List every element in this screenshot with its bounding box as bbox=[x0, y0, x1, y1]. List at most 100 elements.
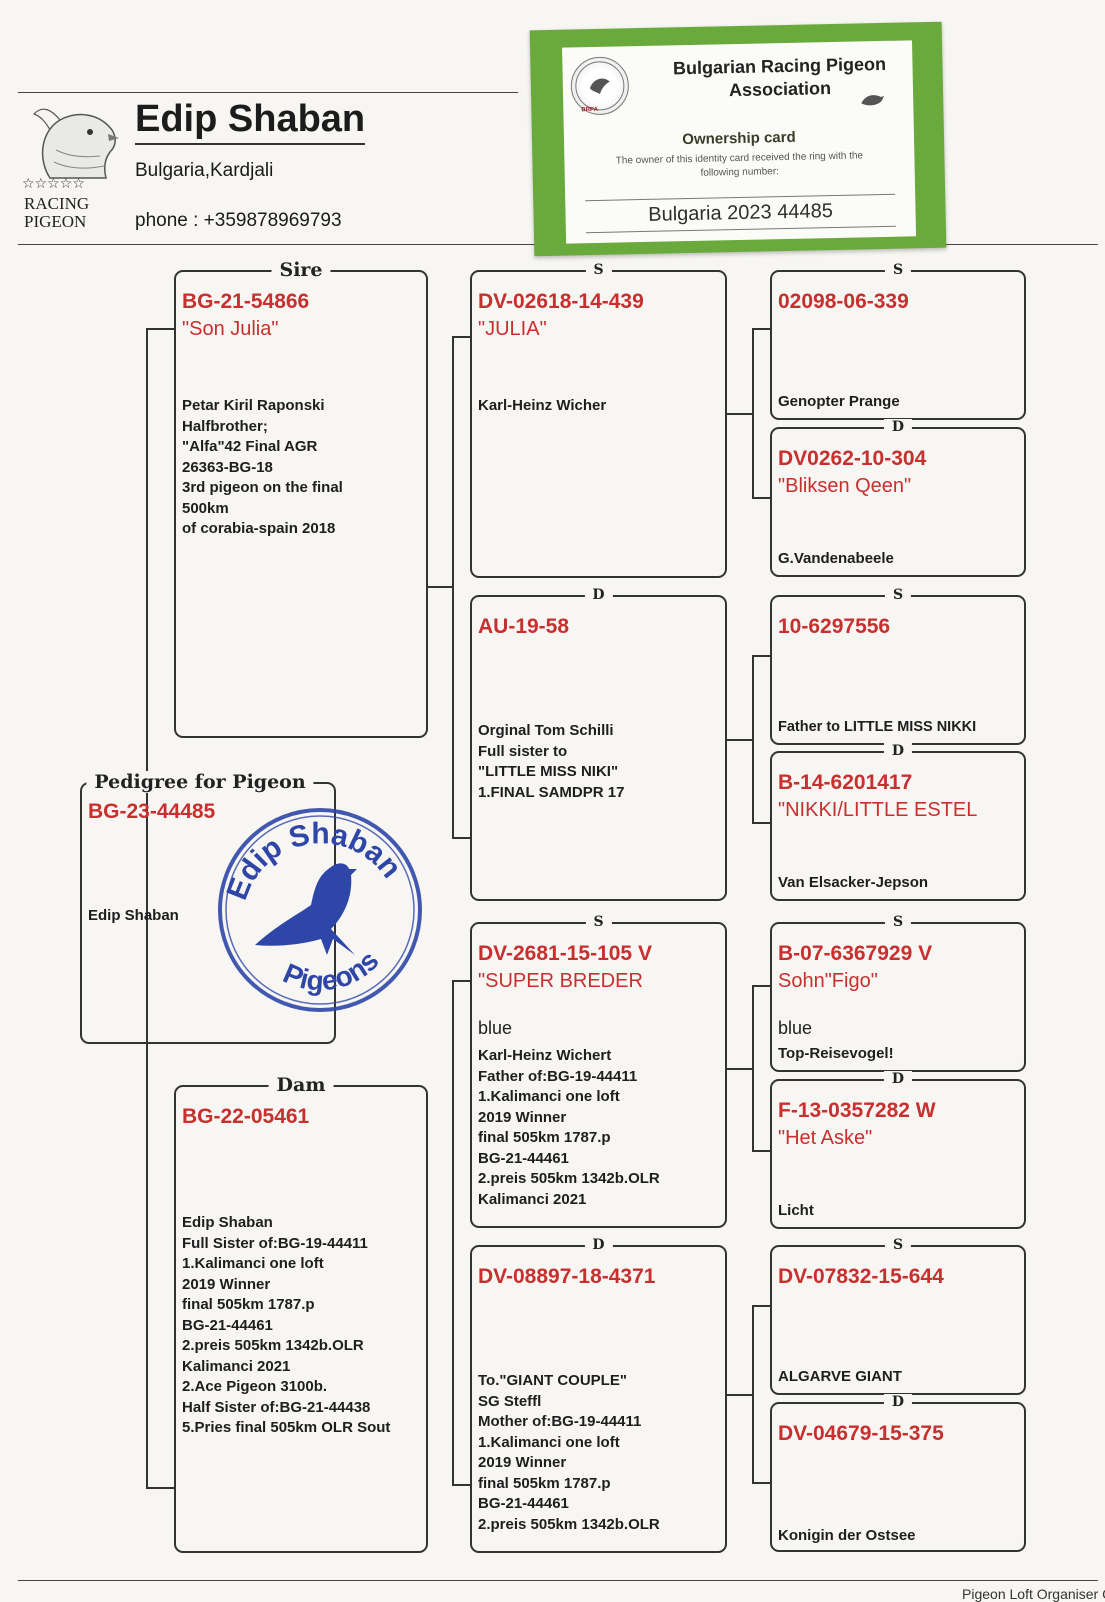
owner-location: Bulgaria,Kardjali bbox=[135, 160, 274, 181]
gen3-box-1: D DV0262-10-304 "Bliksen Qeen" G.Vandena… bbox=[770, 419, 1026, 577]
pigeon-icon bbox=[255, 863, 357, 955]
gen3-box-7: D DV-04679-15-375 Konigin der Ostsee bbox=[770, 1394, 1026, 1552]
gen3-name: "NIKKI/LITTLE ESTEL bbox=[778, 799, 978, 821]
gen2-name: "JULIA" bbox=[478, 318, 547, 340]
gen3-color: blue bbox=[778, 1018, 813, 1038]
footer-text: Pigeon Loft Organiser G bbox=[962, 1586, 1105, 1602]
gen2-box-0: S DV-02618-14-439 "JULIA" Karl-Heinz Wic… bbox=[470, 262, 727, 578]
gen3-box-4: S B-07-6367929 V Sohn"Figo" blue Top-Rei… bbox=[770, 914, 1026, 1072]
connector-g3-5 bbox=[752, 1150, 770, 1152]
gen2-notes: Karl-Heinz Wicher bbox=[478, 397, 607, 414]
gen3-label: S bbox=[884, 262, 912, 278]
gen3-box-2: S 10-6297556 Father to LITTLE MISS NIKKI bbox=[770, 587, 1026, 745]
gen3-label: D bbox=[883, 1071, 913, 1087]
gen2-name: "SUPER BREDER bbox=[478, 970, 643, 992]
sire-label: Sire bbox=[271, 259, 331, 281]
connector-g3-1 bbox=[752, 497, 770, 499]
connector-sire-parents bbox=[452, 336, 454, 838]
gen3-ring: 02098-06-339 bbox=[778, 290, 909, 313]
gen3-notes: Licht bbox=[778, 1202, 814, 1219]
connector-dam-parents bbox=[452, 980, 454, 1485]
gen2-notes: To."GIANT COUPLE" SG Steffl Mother of:BG… bbox=[478, 1372, 660, 1533]
gen3-box-6: S DV-07832-15-644 ALGARVE GIANT bbox=[770, 1237, 1026, 1395]
connector-g2-1-out bbox=[727, 739, 752, 741]
gen2-box-2: S DV-2681-15-105 V "SUPER BREDER blue Ka… bbox=[470, 914, 727, 1228]
gen2-label: S bbox=[585, 262, 612, 278]
gen2-box-1: D AU-19-58 Orginal Tom Schilli Full sist… bbox=[470, 587, 727, 901]
connector-g3-c bbox=[752, 985, 754, 1151]
connector-sire-out bbox=[428, 586, 452, 588]
connector-g3-d bbox=[752, 1305, 754, 1483]
connector-g3-2 bbox=[752, 655, 770, 657]
gen3-ring: F-13-0357282 W bbox=[778, 1099, 936, 1122]
pedigree-ring: BG-23-44485 bbox=[88, 800, 216, 823]
gen3-ring: B-07-6367929 V bbox=[778, 942, 933, 965]
gen3-label: S bbox=[884, 587, 912, 603]
connector-g2-3 bbox=[452, 1484, 470, 1486]
connector-g3-6 bbox=[752, 1305, 770, 1307]
svg-text:Pigeons: Pigeons bbox=[279, 945, 385, 997]
stamp-bottom-text: Pigeons bbox=[279, 945, 385, 997]
gen2-notes: Karl-Heinz Wichert Father of:BG-19-44411… bbox=[478, 1047, 660, 1208]
sire-ring: BG-21-54866 bbox=[182, 290, 310, 313]
gen2-color: blue bbox=[478, 1018, 513, 1038]
footer-rule bbox=[18, 1580, 1098, 1581]
gen2-ring: AU-19-58 bbox=[478, 615, 570, 638]
connector-g2-2-out bbox=[727, 1068, 752, 1070]
ownership-card: BRPA Bulgarian Racing Pigeon Association… bbox=[529, 21, 947, 257]
association-seal-icon bbox=[570, 56, 630, 116]
sire-notes: Petar Kiril Raponski Halfbrother; "Alfa"… bbox=[182, 397, 343, 537]
dam-label: Dam bbox=[268, 1074, 334, 1096]
gen3-box-3: D B-14-6201417 "NIKKI/LITTLE ESTEL Van E… bbox=[770, 743, 1026, 901]
owner-name: Edip Shaban bbox=[135, 98, 366, 145]
gen3-ring: B-14-6201417 bbox=[778, 771, 913, 794]
owner-phone: phone : +359878969793 bbox=[135, 210, 342, 231]
sire-box: Sire BG-21-54866 "Son Julia" Petar Kiril… bbox=[174, 259, 428, 738]
connector-g3-b bbox=[752, 655, 754, 823]
gen3-name: "Het Aske" bbox=[778, 1127, 873, 1149]
dam-ring: BG-22-05461 bbox=[182, 1105, 310, 1128]
dam-notes: Edip Shaban Full Sister of:BG-19-44411 1… bbox=[182, 1214, 391, 1436]
seal-text: BRPA bbox=[581, 106, 598, 114]
gen3-notes: Top-Reisevogel! bbox=[778, 1045, 894, 1062]
gen3-box-0: S 02098-06-339 Genopter Prange bbox=[770, 262, 1026, 420]
sire-name: "Son Julia" bbox=[182, 318, 279, 340]
loft-stamp: Edip Shaban Pigeons bbox=[218, 808, 422, 1012]
pigeon-icon bbox=[861, 95, 885, 106]
pedigree-box: Pedigree for Pigeon BG-23-44485 Edip Sha… bbox=[80, 771, 336, 1044]
gen3-notes: Van Elsacker-Jepson bbox=[778, 874, 929, 891]
gen3-notes: Konigin der Ostsee bbox=[778, 1527, 916, 1544]
gen2-ring: DV-02618-14-439 bbox=[478, 290, 644, 313]
connector-g2-0-out bbox=[727, 413, 752, 415]
gen3-notes: Father to LITTLE MISS NIKKI bbox=[778, 719, 977, 735]
connector-dam bbox=[146, 1487, 174, 1489]
connector-g2-1 bbox=[452, 837, 470, 839]
gen3-label: D bbox=[883, 1394, 913, 1410]
gen3-label: D bbox=[883, 419, 913, 435]
gen3-label: D bbox=[883, 743, 913, 759]
gen2-label: S bbox=[585, 914, 612, 930]
dam-box: Dam BG-22-05461 Edip Shaban Full Sister … bbox=[174, 1074, 428, 1553]
connector-main bbox=[146, 328, 148, 1488]
connector-g3-a bbox=[752, 328, 754, 498]
card-ring-number: Bulgaria 2023 44485 bbox=[585, 193, 896, 234]
gen2-ring: DV-2681-15-105 V bbox=[478, 942, 652, 965]
pedigree-title: Pedigree for Pigeon bbox=[86, 771, 314, 793]
gen3-notes: Genopter Prange bbox=[778, 393, 900, 410]
connector-g2-2 bbox=[452, 980, 470, 982]
gen3-label: S bbox=[884, 914, 912, 930]
gen3-ring: DV-07832-15-644 bbox=[778, 1265, 944, 1288]
gen3-ring: DV0262-10-304 bbox=[778, 447, 927, 470]
gen3-name: "Bliksen Qeen" bbox=[778, 475, 912, 497]
connector-g3-7 bbox=[752, 1482, 770, 1484]
connector-g2-0 bbox=[452, 336, 470, 338]
logo-text-racing: RACING bbox=[24, 194, 90, 213]
gen3-ring: 10-6297556 bbox=[778, 615, 891, 638]
gen2-ring: DV-08897-18-4371 bbox=[478, 1265, 656, 1288]
gen3-box-5: D F-13-0357282 W "Het Aske" Licht bbox=[770, 1071, 1026, 1229]
gen2-box-3: D DV-08897-18-4371 To."GIANT COUPLE" SG … bbox=[470, 1237, 727, 1553]
gen3-ring: DV-04679-15-375 bbox=[778, 1422, 944, 1445]
logo-text-pigeon: PIGEON bbox=[24, 212, 87, 231]
gen3-label: S bbox=[884, 1237, 912, 1253]
connector-g3-0 bbox=[752, 328, 770, 330]
